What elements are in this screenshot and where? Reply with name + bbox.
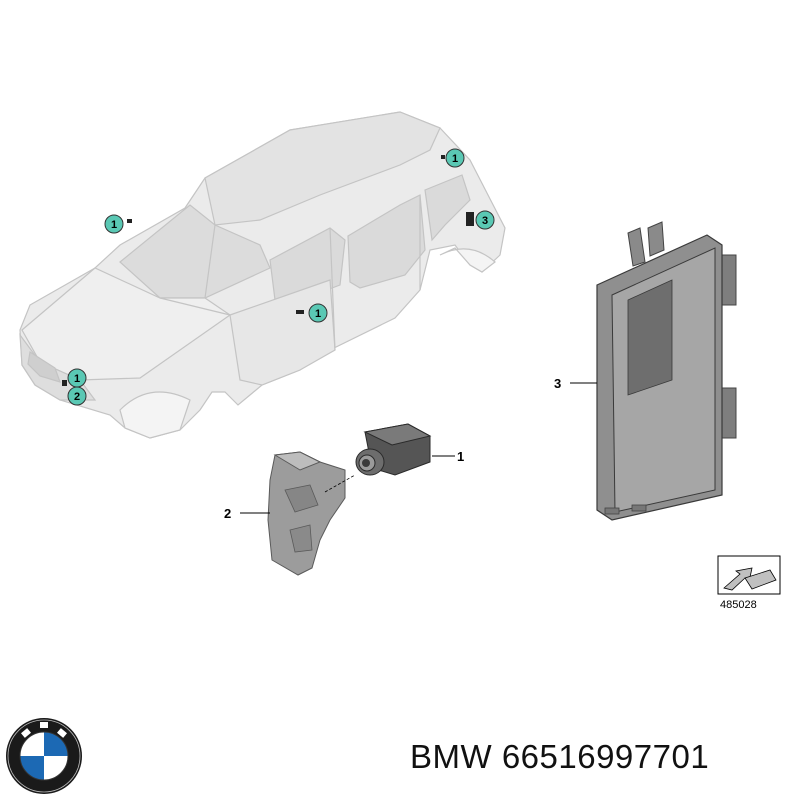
badge-rear-top[interactable]: 1 <box>445 148 465 168</box>
reference-box: 485028 <box>717 555 781 611</box>
badge-label: 2 <box>74 391 80 403</box>
bmw-logo <box>6 718 82 794</box>
badge-label: 1 <box>315 308 321 320</box>
part-number-label: BMW 66516997701 <box>410 738 710 775</box>
camera-part[interactable] <box>355 423 432 476</box>
badge-label: 1 <box>74 373 80 385</box>
badge-label: 3 <box>482 215 488 227</box>
badge-mirror-right[interactable]: 1 <box>308 303 328 323</box>
sensor-marks <box>62 155 474 386</box>
control-unit-part[interactable] <box>596 221 737 521</box>
callout-1: 1 <box>457 449 464 464</box>
badge-label: 1 <box>452 153 458 165</box>
badge-grille-top[interactable]: 1 <box>67 368 87 388</box>
badge-rear-side[interactable]: 3 <box>475 210 495 230</box>
callout-2: 2 <box>224 506 231 521</box>
assembly-leader <box>324 474 356 493</box>
bracket-part[interactable] <box>267 451 346 576</box>
badge-grille-bottom[interactable]: 2 <box>67 386 87 406</box>
badge-mirror-left[interactable]: 1 <box>104 214 124 234</box>
car-body <box>19 111 506 439</box>
badge-label: 1 <box>111 219 117 231</box>
callout-3: 3 <box>554 376 561 391</box>
reference-number: 485028 <box>720 599 757 611</box>
